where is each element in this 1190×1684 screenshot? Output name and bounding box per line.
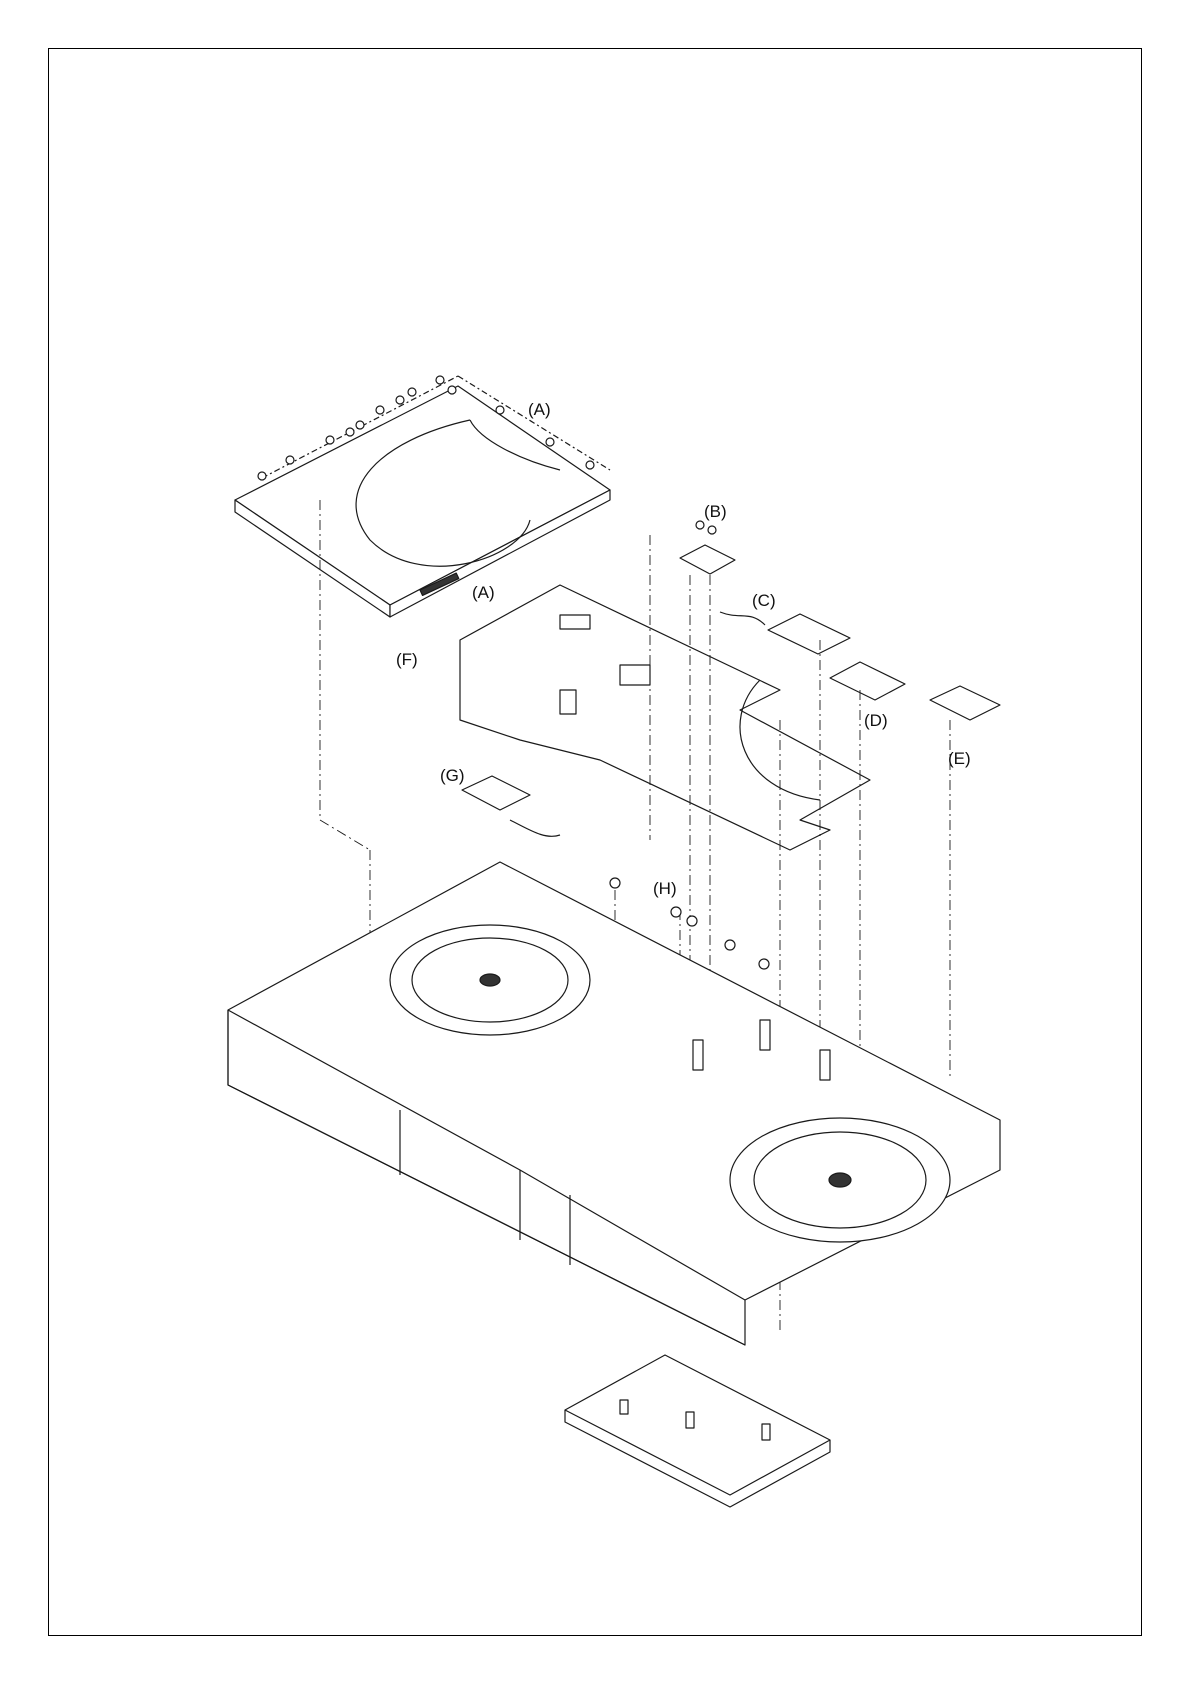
callout-g: (G) [440,766,465,786]
main-pcb-a [235,376,610,617]
callout-b: (B) [704,502,727,522]
board-e [930,686,1000,720]
callout-h: (H) [653,879,677,899]
board-d [830,662,905,700]
chassis [228,862,1000,1345]
callout-f: (F) [396,650,418,670]
callout-c: (C) [752,591,776,611]
callout-a-cable: (A) [472,583,495,603]
bottom-plate [565,1355,830,1507]
board-g [462,776,560,836]
board-c [720,612,850,654]
callout-d: (D) [864,711,888,731]
board-b [680,521,735,574]
callout-a-top: (A) [528,400,551,420]
callout-e: (E) [948,749,971,769]
